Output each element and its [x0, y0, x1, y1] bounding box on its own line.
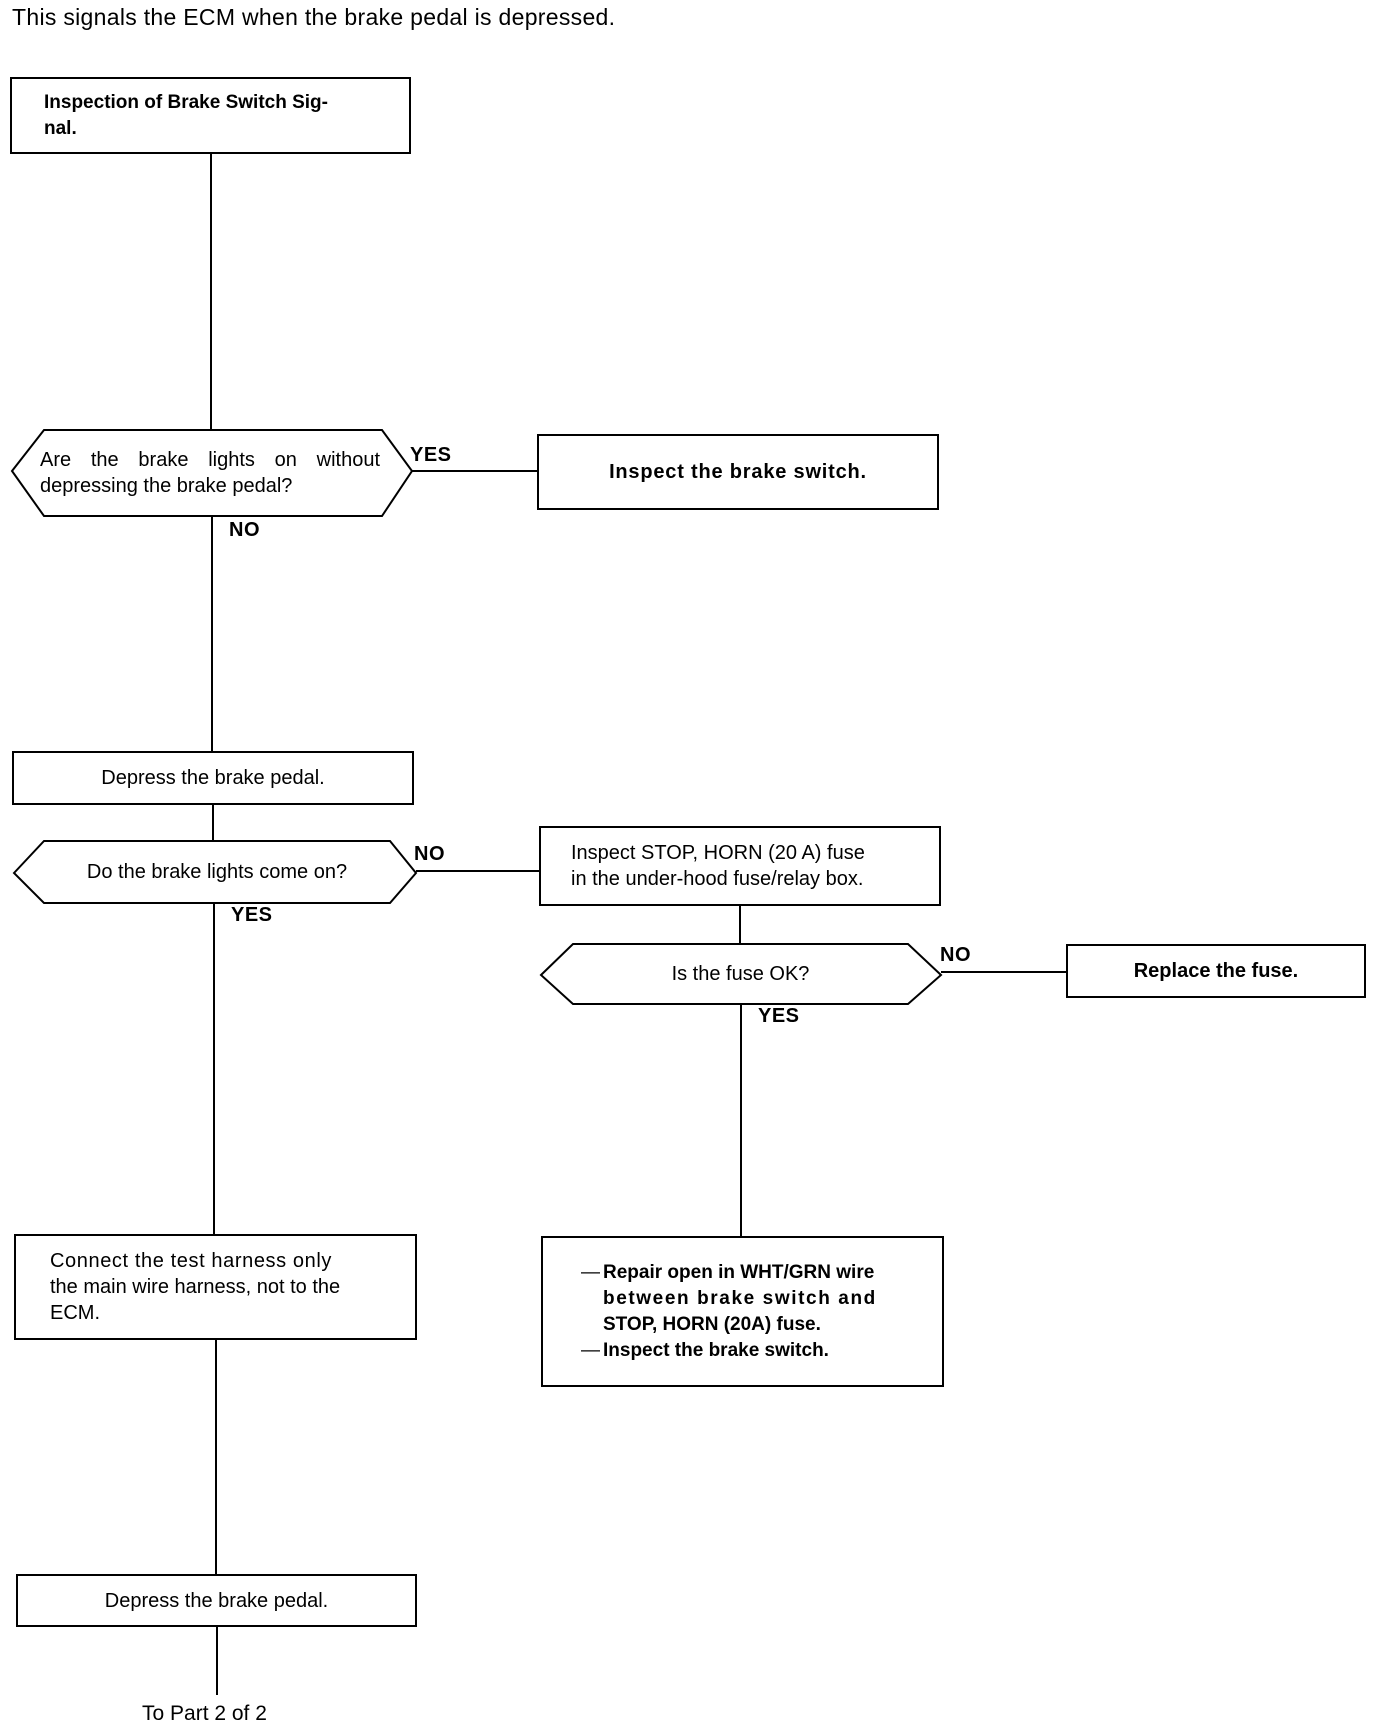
repair-item2-text: Inspect the brake switch. [603, 1339, 829, 1361]
inspect-switch-text: Inspect the brake switch. [609, 461, 867, 483]
q1-yes-label: YES [410, 444, 452, 466]
q2-no-label: NO [414, 843, 445, 865]
intro-text: This signals the ECM when the brake peda… [12, 4, 616, 30]
depress-pedal-box-1: Depress the brake pedal. [12, 751, 414, 805]
replace-fuse-box: Replace the fuse. [1066, 944, 1366, 998]
continuation-label: To Part 2 of 2 [142, 1702, 267, 1725]
start-line2: nal. [44, 117, 77, 139]
q1-no-label: NO [229, 519, 260, 541]
decision-shape-q2 [12, 840, 418, 904]
q1-line1: Are the brake lights on without [40, 449, 380, 471]
depress-pedal-box-2: Depress the brake pedal. [16, 1574, 417, 1627]
repair-item1-line3: STOP, HORN (20A) fuse. [603, 1313, 821, 1335]
start-box: Inspection of Brake Switch Sig- nal. [10, 77, 411, 154]
q2-label: Do the brake lights come on? [86, 861, 348, 883]
inspect-switch-box: Inspect the brake switch. [537, 434, 939, 510]
depress-pedal-text-1: Depress the brake pedal. [101, 767, 325, 789]
connect-harness-box: Connect the test harness only the main w… [14, 1234, 417, 1340]
repair-box: Repair open in WHT/GRN wire between brak… [541, 1236, 944, 1387]
repair-item1-line1: Repair open in WHT/GRN wire [603, 1261, 875, 1283]
inspect-fuse-line1: Inspect STOP, HORN (20 A) fuse [571, 842, 865, 864]
q3-no-label: NO [940, 944, 971, 966]
repair-item-1: Repair open in WHT/GRN wire between brak… [581, 1260, 877, 1338]
repair-item-2: Inspect the brake switch. [581, 1338, 877, 1364]
connect-line1: Connect the test harness only [50, 1250, 332, 1272]
connect-line2: the main wire harness, not to the [50, 1276, 341, 1298]
q3-text: Is the fuse OK? [573, 944, 908, 1004]
replace-fuse-text: Replace the fuse. [1133, 960, 1299, 982]
q2-text: Do the brake lights come on? [44, 841, 390, 903]
q2-yes-label: YES [231, 904, 273, 926]
start-line1: Inspection of Brake Switch Sig- [44, 91, 328, 113]
repair-item1-line2: between brake switch and [603, 1287, 877, 1309]
decision-shape-q3 [539, 943, 943, 1005]
q3-label: Is the fuse OK? [671, 963, 810, 985]
inspect-fuse-line2: in the under-hood fuse/relay box. [571, 868, 864, 890]
connect-line3: ECM. [50, 1302, 100, 1324]
inspect-fuse-box: Inspect STOP, HORN (20 A) fuse in the un… [539, 826, 941, 906]
depress-pedal-text-2: Depress the brake pedal. [104, 1589, 329, 1612]
q3-yes-label: YES [758, 1005, 800, 1027]
q1-line2: depressing the brake pedal? [40, 475, 293, 497]
q1-text: Are the brake lights on without depressi… [40, 440, 386, 506]
